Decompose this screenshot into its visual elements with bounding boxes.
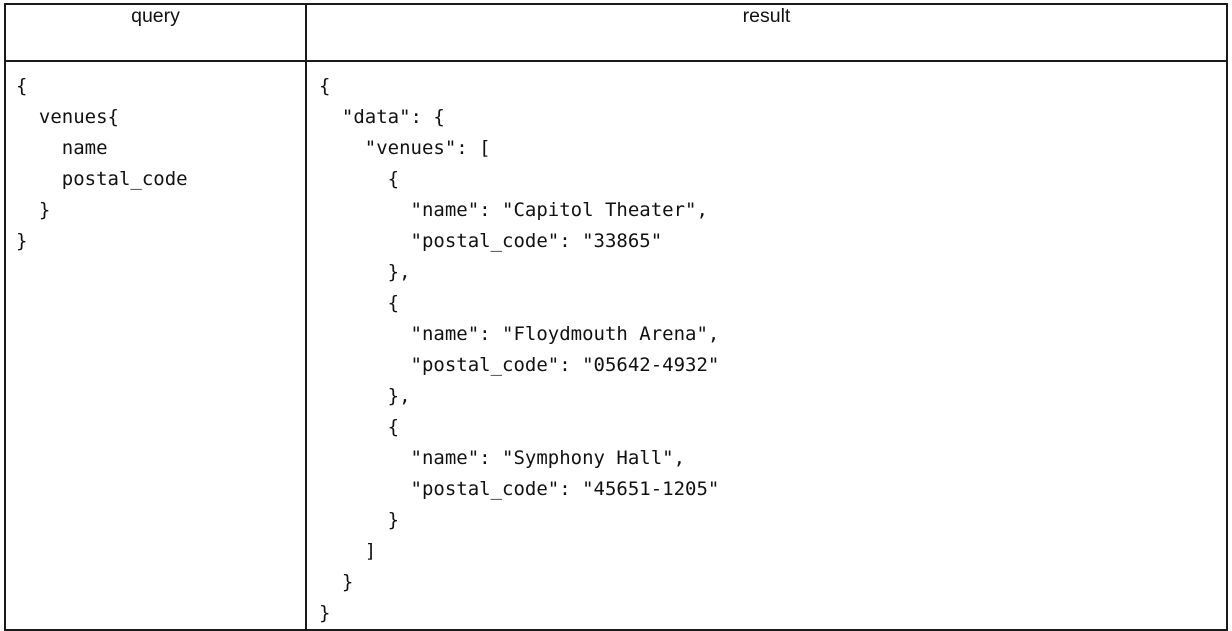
table-body: { venues{ name postal_code } } { "data":… <box>4 60 1228 631</box>
query-cell: { venues{ name postal_code } } <box>4 60 307 631</box>
page-root: query result { venues{ name postal_code … <box>4 3 1228 631</box>
result-cell: { "data": { "venues": [ { "name": "Capit… <box>305 60 1228 631</box>
query-result-table-container: query result { venues{ name postal_code … <box>4 3 1228 631</box>
column-header-result: result <box>305 3 1228 62</box>
table-header-row: query result <box>4 3 1228 62</box>
table-row: { venues{ name postal_code } } { "data":… <box>4 60 1228 631</box>
table-header: query result <box>4 3 1228 62</box>
graphql-query-code: { venues{ name postal_code } } <box>16 75 188 252</box>
query-result-table: query result { venues{ name postal_code … <box>4 3 1228 631</box>
column-header-query: query <box>4 3 307 62</box>
json-result-code: { "data": { "venues": [ { "name": "Capit… <box>319 75 720 624</box>
